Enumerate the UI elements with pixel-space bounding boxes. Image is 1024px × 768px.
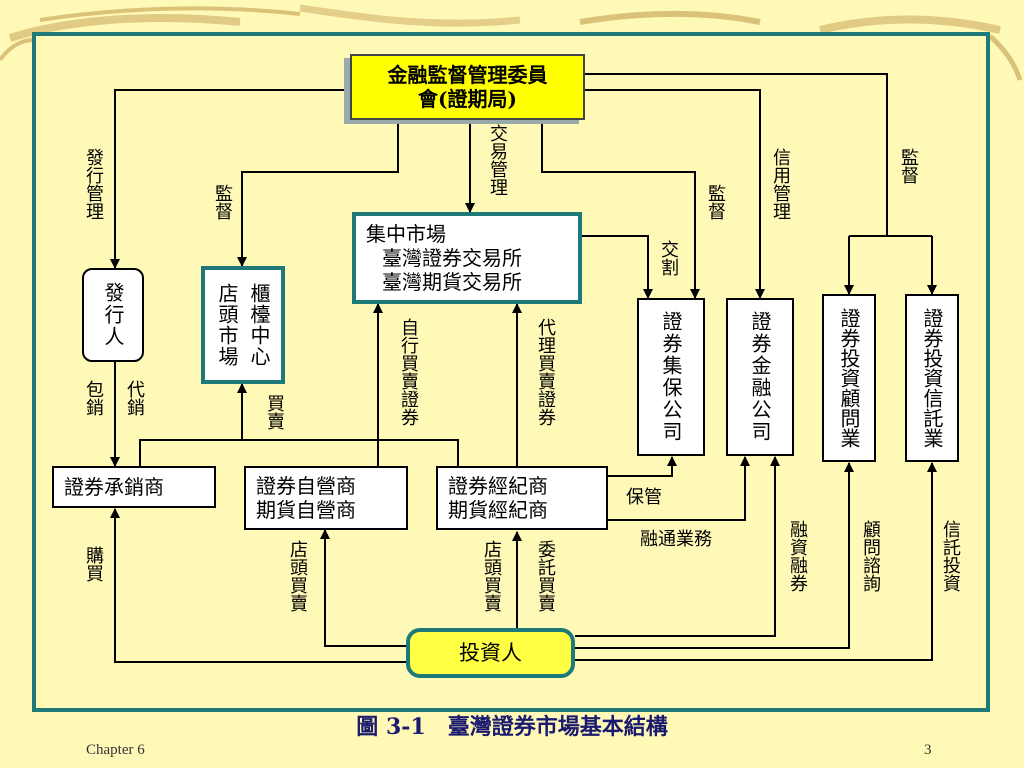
investor-label: 投資人: [459, 641, 522, 665]
investor-box: 投資人: [406, 628, 575, 678]
regulator-line1: 金融監督管理委員: [387, 63, 548, 87]
label-supervise-funds: 監督: [898, 148, 919, 184]
central-market-line3: 臺灣期貨交易所: [382, 270, 522, 294]
advisory-box: 證券投資顧問業: [822, 294, 876, 462]
label-otc-trade: 店頭買賣: [287, 540, 308, 612]
otc-center-label: 櫃檯中心: [247, 283, 271, 367]
label-trust-invest: 信託投資: [940, 520, 961, 592]
dealer-box: 證券自營商 期貨自營商: [244, 466, 408, 530]
advisory-label: 證券投資顧問業: [837, 308, 861, 448]
label-credit-management: 信用管理: [770, 148, 791, 220]
finance-company-box: 證券金融公司: [726, 298, 794, 456]
label-financing-business: 融通業務: [640, 529, 712, 550]
dealer-line2: 期貨自營商: [256, 498, 356, 522]
regulator-box: 金融監督管理委員 會(證期局): [350, 54, 585, 120]
figure-caption: 圖 3-1 臺灣證券市場基本結構: [356, 714, 668, 740]
regulator-line2: 會(證期局): [418, 87, 517, 111]
label-otc-trade-2: 店頭買賣: [481, 540, 502, 612]
central-market-line1: 集中市場: [366, 222, 446, 246]
central-market-line2: 臺灣證券交易所: [382, 246, 522, 270]
label-buy-sell: 買賣: [264, 394, 285, 430]
trust-label: 證券投資信託業: [920, 308, 944, 448]
page-number: 3: [924, 742, 932, 758]
otc-market-label: 店頭市場: [215, 283, 239, 367]
central-market-box: 集中市場 臺灣證券交易所 臺灣期貨交易所: [352, 212, 582, 304]
trust-box: 證券投資信託業: [905, 294, 959, 462]
broker-line2: 期貨經紀商: [448, 498, 548, 522]
label-custody: 保管: [626, 487, 662, 508]
diagram-frame: [32, 32, 990, 712]
finance-company-label: 證券金融公司: [748, 311, 772, 443]
label-entrusted-trade: 委託買賣: [535, 540, 556, 612]
label-supervise-otc: 監督: [212, 184, 233, 220]
underwriter-box: 證券承銷商: [52, 466, 216, 508]
depository-box: 證券集保公司: [637, 298, 705, 456]
label-underwrite: 包銷: [83, 380, 104, 416]
otc-market-box: 櫃檯中心 店頭市場: [201, 266, 285, 384]
broker-box: 證券經紀商 期貨經紀商: [436, 466, 608, 530]
chapter-label: Chapter 6: [86, 742, 145, 758]
label-consulting: 顧問諮詢: [860, 520, 881, 592]
label-self-trade: 自行買賣證券: [398, 318, 419, 426]
label-agency-sell: 代銷: [124, 380, 145, 416]
label-issue-management: 發行管理: [83, 148, 104, 220]
broker-line1: 證券經紀商: [448, 474, 548, 498]
label-supervise-depository: 監督: [705, 184, 726, 220]
label-margin: 融資融券: [787, 520, 808, 592]
label-trade-management: 交易管理: [487, 124, 508, 196]
label-agency-trade: 代理買賣證券: [535, 318, 556, 426]
label-purchase: 購買: [83, 546, 104, 582]
underwriter-label: 證券承銷商: [64, 475, 164, 499]
issuer-label: 發行人: [101, 282, 125, 348]
issuer-box: 發行人: [82, 268, 144, 362]
dealer-line1: 證券自營商: [256, 474, 356, 498]
label-settlement: 交割: [658, 240, 679, 276]
depository-label: 證券集保公司: [659, 311, 683, 443]
